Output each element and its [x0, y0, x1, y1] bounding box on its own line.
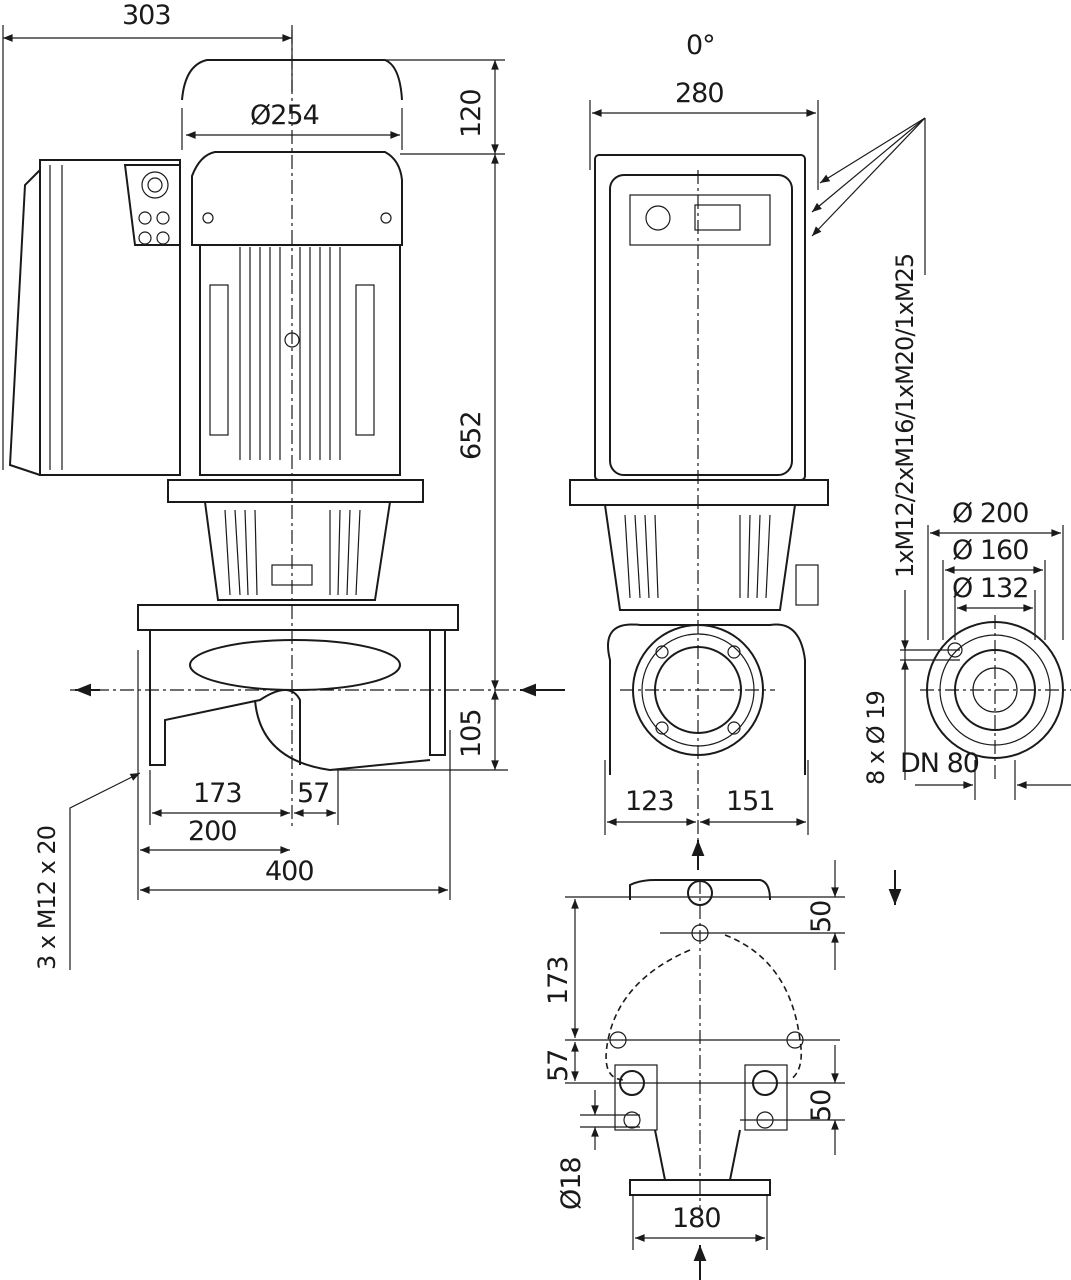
dim-173-base: 173 — [543, 956, 574, 1005]
dim-flange-132: Ø 132 — [952, 573, 1029, 604]
nominal-size-label: DN 80 — [900, 748, 980, 779]
dim-652: 652 — [456, 411, 487, 460]
dim-hole-18: Ø18 — [556, 1157, 587, 1210]
dim-200-side: 200 — [188, 816, 238, 847]
angle-label: 0° — [686, 30, 716, 61]
dim-400: 400 — [265, 856, 315, 887]
dim-120: 120 — [456, 89, 487, 138]
dim-50-bottom: 50 — [806, 1089, 837, 1122]
foot-bolts-label: 3 x M12 x 20 — [33, 826, 61, 970]
dim-motor-diameter: Ø254 — [250, 100, 320, 131]
front-view — [569, 100, 926, 905]
flange-view — [900, 525, 1071, 800]
dim-151: 151 — [726, 786, 776, 817]
dim-flange-200: Ø 200 — [952, 498, 1029, 529]
dim-123: 123 — [625, 786, 675, 817]
dim-180: 180 — [672, 1203, 722, 1234]
dim-57-side: 57 — [297, 778, 330, 809]
dim-280: 280 — [675, 78, 725, 109]
dim-303: 303 — [122, 0, 172, 31]
side-view — [2, 25, 565, 970]
dim-flange-160: Ø 160 — [952, 535, 1029, 566]
cable-glands-label: 1xM12/2xM16/1xM20/1xM25 — [891, 253, 919, 578]
base-view — [565, 860, 845, 1280]
bolt-holes-label: 8 x Ø 19 — [862, 691, 890, 785]
dim-50-top: 50 — [806, 900, 837, 933]
dim-105: 105 — [456, 709, 487, 758]
dim-57-base: 57 — [543, 1049, 574, 1082]
dim-173-side: 173 — [193, 778, 243, 809]
